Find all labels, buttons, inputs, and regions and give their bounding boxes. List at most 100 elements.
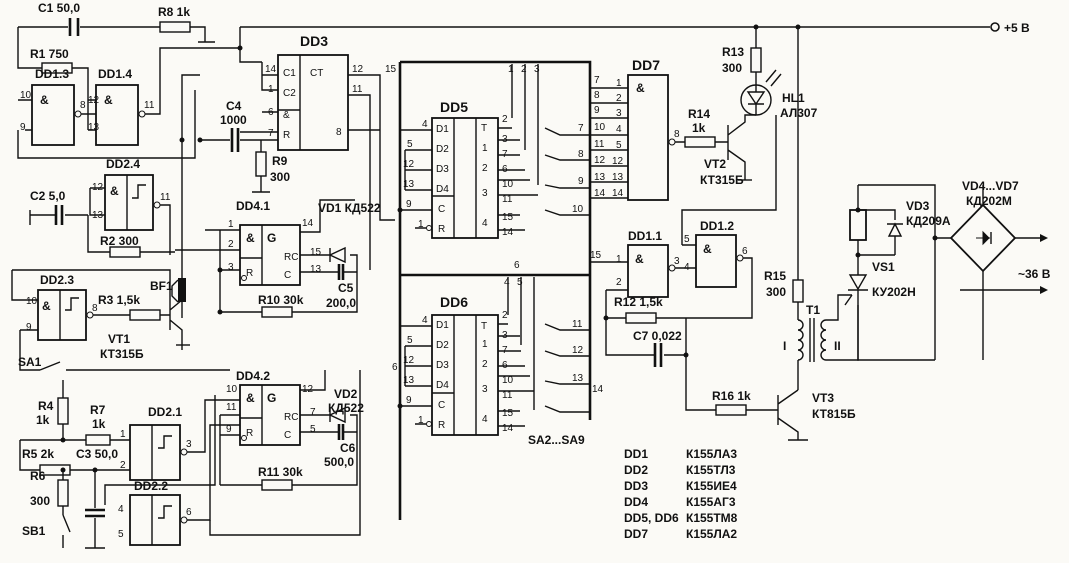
r4-value: 1k xyxy=(36,413,50,427)
ic-table-ref-0: DD1 xyxy=(624,447,648,461)
r13-value: 300 xyxy=(722,61,742,75)
dd1-1-label: DD1.1 xyxy=(628,229,662,243)
svg-text:13: 13 xyxy=(612,172,624,183)
svg-text:1: 1 xyxy=(616,254,622,265)
svg-text:CT: CT xyxy=(310,68,323,79)
dd7-nand: & DD7 7 8 9 10 11 12 13 14 1 2 3 4 5 12 … xyxy=(590,57,728,201)
c6-value: 500,0 xyxy=(324,455,354,469)
svg-text:C: C xyxy=(438,204,445,215)
r6-value: 300 xyxy=(30,494,50,508)
svg-text:3: 3 xyxy=(674,256,680,267)
dd5-flipflops: DD5 T D1 D2 D3 D4 C R 4 5 12 13 9 1 1 2 … xyxy=(400,99,590,239)
svg-text:&: & xyxy=(42,299,51,313)
ic-table-part-1: К155ТЛ3 xyxy=(686,463,736,477)
svg-text:1: 1 xyxy=(228,219,234,230)
r8-label: R8 1k xyxy=(158,5,190,19)
vd4-7-label: VD4...VD7 xyxy=(962,179,1019,193)
dd1-3-gate: & DD1.3 10 9 8 xyxy=(17,67,196,159)
vd2-label: VD2 xyxy=(334,387,358,401)
svg-text:D2: D2 xyxy=(436,340,449,351)
c2-label: C2 5,0 xyxy=(30,189,66,203)
svg-text:10: 10 xyxy=(572,204,584,215)
c5-label: C5 xyxy=(338,281,354,295)
svg-text:T: T xyxy=(481,123,487,134)
c3-label: C3 50,0 xyxy=(76,447,118,461)
dd1-3-label: DD1.3 xyxy=(35,67,69,81)
vs1-part: КУ202Н xyxy=(872,285,916,299)
dd2-4-label: DD2.4 xyxy=(106,157,140,171)
svg-text:&: & xyxy=(246,391,255,405)
supply-label: +5 В xyxy=(1004,21,1030,35)
svg-text:3: 3 xyxy=(482,188,488,199)
svg-text:T: T xyxy=(481,321,487,332)
svg-text:D3: D3 xyxy=(436,164,449,175)
r11-label: R11 30k xyxy=(258,465,303,479)
svg-text:1: 1 xyxy=(482,339,488,350)
svg-text:4: 4 xyxy=(422,119,428,130)
svg-text:14: 14 xyxy=(592,384,604,395)
svg-text:6: 6 xyxy=(742,246,748,257)
r14-value: 1k xyxy=(692,121,706,135)
svg-text:D1: D1 xyxy=(436,124,449,135)
c7-label: C7 0,022 xyxy=(633,329,682,343)
svg-text:14: 14 xyxy=(612,188,624,199)
svg-text:3: 3 xyxy=(186,439,192,450)
svg-text:7: 7 xyxy=(268,128,274,139)
svg-text:5: 5 xyxy=(310,424,316,435)
c6-label: C6 xyxy=(340,441,356,455)
svg-text:&: & xyxy=(283,110,290,121)
svg-text:2: 2 xyxy=(616,93,622,104)
ic-table-part-5: К155ЛА2 xyxy=(686,527,737,541)
dd2-3-label: DD2.3 xyxy=(40,273,74,287)
svg-text:15: 15 xyxy=(385,64,397,75)
svg-text:8: 8 xyxy=(594,90,600,101)
svg-text:4: 4 xyxy=(482,218,488,229)
svg-text:C: C xyxy=(284,270,291,281)
svg-text:&: & xyxy=(636,81,645,95)
vd2-part: КД522 xyxy=(328,401,364,415)
svg-text:6: 6 xyxy=(186,507,192,518)
t1-label: T1 xyxy=(806,303,820,317)
svg-text:&: & xyxy=(110,184,119,198)
vs1-label: VS1 xyxy=(872,260,895,274)
ic-table-ref-4: DD5, DD6 xyxy=(624,511,679,525)
svg-text:C: C xyxy=(284,430,291,441)
svg-text:&: & xyxy=(703,242,712,256)
svg-text:11: 11 xyxy=(352,84,363,95)
svg-text:15: 15 xyxy=(502,212,514,223)
r2-label: R2 300 xyxy=(100,234,139,248)
dd2-2-schmitt: DD2.2 4 5 6 xyxy=(104,395,240,546)
svg-text:11: 11 xyxy=(594,139,605,150)
r5-label: R5 2k xyxy=(22,447,54,461)
svg-text:RC: RC xyxy=(284,412,298,423)
vt3-transformer-driver: R15 300 T1 I II VT3 КТ815Б xyxy=(764,24,859,441)
svg-text:13: 13 xyxy=(310,264,322,275)
svg-text:8: 8 xyxy=(80,100,86,111)
svg-text:4: 4 xyxy=(504,277,510,288)
svg-text:10: 10 xyxy=(502,179,514,190)
input-network: R4 1k R7 1k R5 2k C3 50,0 R6 300 SB1 xyxy=(19,380,130,549)
ic-table-ref-3: DD4 xyxy=(624,495,648,509)
svg-text:R: R xyxy=(246,428,253,439)
svg-text:9: 9 xyxy=(20,122,26,133)
supply-rail: +5 В xyxy=(239,21,1030,63)
svg-text:4: 4 xyxy=(684,262,690,273)
ic-table-ref-5: DD7 xyxy=(624,527,648,541)
vd1-label: VD1 КД522 xyxy=(318,201,381,215)
svg-text:12: 12 xyxy=(594,155,606,166)
svg-text:15: 15 xyxy=(590,250,602,261)
svg-text:12: 12 xyxy=(403,355,415,366)
c1-r8-r1-network: C1 50,0 R8 1k R1 750 xyxy=(17,1,215,100)
ic-table-part-2: К155ИЕ4 xyxy=(686,479,737,493)
dd1-2-label: DD1.2 xyxy=(700,219,734,233)
svg-text:8: 8 xyxy=(674,129,680,140)
svg-text:14: 14 xyxy=(302,218,314,229)
r1-label: R1 750 xyxy=(30,47,69,61)
svg-text:2: 2 xyxy=(482,359,488,370)
svg-text:2: 2 xyxy=(521,64,527,75)
svg-text:5: 5 xyxy=(616,140,622,151)
ic-table: DD1 К155ЛА3 DD2 К155ТЛ3 DD3 К155ИЕ4 DD4 … xyxy=(624,447,738,541)
dd1-4-label: DD1.4 xyxy=(98,67,132,81)
c4-r9: C4 1000 R9 300 xyxy=(197,99,290,193)
